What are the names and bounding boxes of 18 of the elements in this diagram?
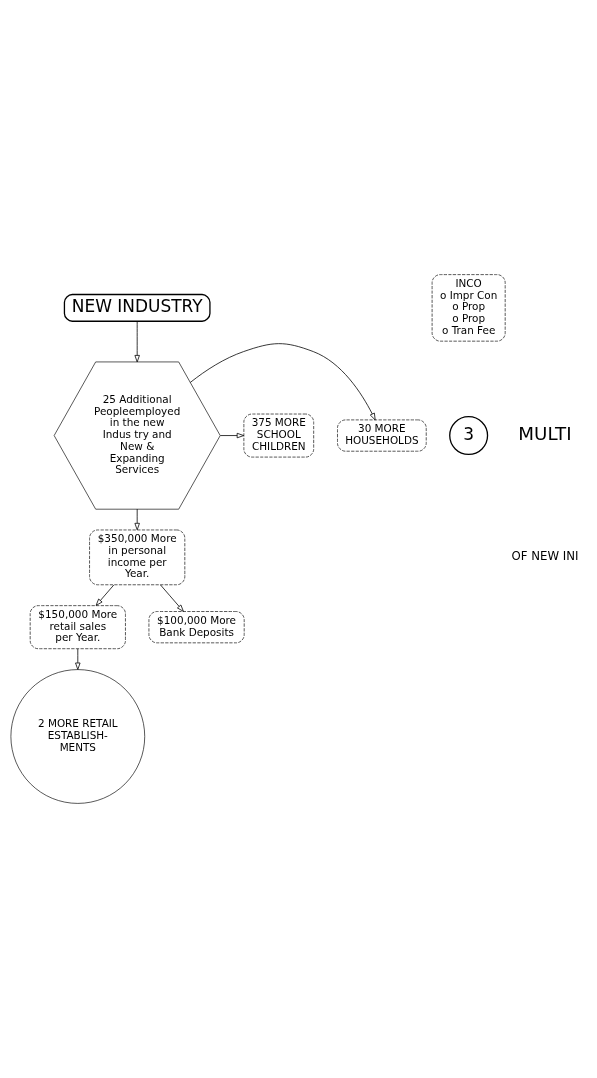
arrow xyxy=(75,648,81,670)
arrow xyxy=(189,343,376,421)
node-box: INCO o Impr Con o Prop o Prop o Tran Fee xyxy=(431,274,506,342)
arrow xyxy=(220,432,245,439)
arrow xyxy=(134,508,140,531)
node-box: 30 MORE HOUSEHOLDS xyxy=(337,419,427,452)
node-box: $350,000 More in personal income per Year. xyxy=(89,529,186,586)
node-circle: 3 xyxy=(449,416,489,456)
node-box: $100,000 More Bank Deposits xyxy=(148,611,245,644)
label: MULTI xyxy=(518,423,572,445)
arrow xyxy=(160,584,184,612)
node-circle: 2 MORE RETAIL ESTABLISH- MENTS xyxy=(10,669,146,804)
arrow xyxy=(95,584,115,606)
arrow xyxy=(134,320,140,363)
node-box: NEW INDUSTRY xyxy=(63,293,211,322)
node-box: 375 MORE SCHOOL CHILDREN xyxy=(243,413,314,458)
node-box: $150,000 More retail sales per Year. xyxy=(29,605,126,650)
label: OF NEW INI xyxy=(511,549,579,564)
